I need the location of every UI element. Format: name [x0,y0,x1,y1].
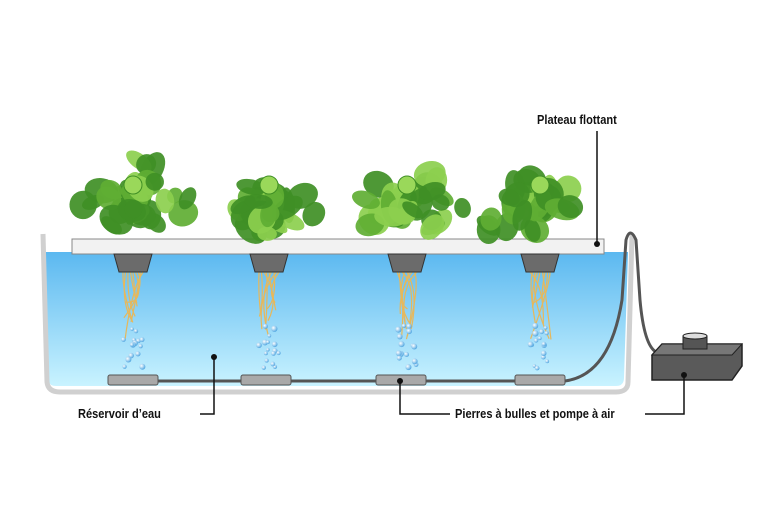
air-bubble [411,358,418,365]
air-pump [650,332,744,381]
net-cup [520,253,560,273]
air-hose [130,231,657,383]
root [399,271,413,315]
root [260,271,277,330]
root [258,271,262,314]
air-bubble [262,323,268,329]
air-bubble [276,350,281,356]
lettuce-4 [476,165,584,245]
net-cup [249,253,289,273]
lettuce-1 [69,150,199,235]
air-bubble [395,326,402,333]
air-bubble [271,341,278,348]
air-bubble [122,364,127,369]
water [45,252,628,386]
air-bubble [271,351,276,356]
air-bubble [264,358,269,363]
root [531,271,541,308]
bubbles-group [121,322,550,371]
label-stones-pump: Pierres à bulles et pompe à air [455,406,615,421]
root [125,271,140,303]
lettuce-2 [227,175,326,244]
air-bubble [139,363,146,370]
root [401,271,411,310]
air-bubble [411,343,418,350]
leader-dots [211,241,687,384]
air-bubble [266,347,270,352]
root [403,271,418,322]
air-stone [107,374,159,386]
root [532,271,549,304]
air-bubble [532,330,539,337]
floating-tray [71,238,605,255]
air-bubble [130,327,134,331]
air-bubble [267,333,272,338]
air-bubble [395,350,402,357]
air-bubble [533,338,539,343]
air-bubble [544,331,549,336]
air-bubble [401,323,407,328]
air-bubble [263,351,268,356]
air-bubble [133,329,139,334]
air-bubble [539,329,545,335]
net-cup [113,253,153,273]
air-bubble [527,341,534,348]
air-bubble [541,341,547,347]
label-floating-tray: Plateau flottant [537,112,617,127]
root [124,271,144,340]
root [127,271,136,317]
air-bubble [139,337,145,343]
air-stone [514,374,566,386]
air-bubble [540,350,547,357]
leader-lines [200,131,685,415]
reservoir-tank [40,233,635,395]
air-bubble [135,351,141,357]
air-bubble [271,325,278,332]
lettuce-3 [352,160,471,240]
root [266,271,276,310]
air-bubble [266,340,270,345]
air-stone [240,374,292,386]
lettuce-plants [69,150,584,245]
air-bubble [405,364,412,371]
root [123,271,141,319]
air-bubble [532,322,539,329]
air-bubble [537,336,542,341]
root [530,271,551,339]
air-bubble [398,341,405,348]
root [531,271,539,303]
air-bubble [261,365,266,370]
air-bubble [543,325,548,330]
air-bubble [129,342,135,347]
air-bubble [121,337,126,342]
air-bubble [404,351,410,358]
root [541,271,552,340]
air-bubble [406,328,413,335]
air-bubble [396,333,403,340]
root [258,271,263,317]
root [270,271,280,304]
air-bubble [138,344,143,349]
net-cups [113,253,560,273]
root [400,271,413,328]
net-cup [387,253,427,273]
label-reservoir: Réservoir d’eau [78,406,161,421]
root [122,271,134,323]
root [530,271,537,329]
air-bubble [396,355,402,361]
air-bubble [545,359,550,364]
air-bubble [256,342,262,349]
air-bubble [534,365,540,371]
root [130,271,142,323]
air-bubble [125,356,132,363]
root [123,271,133,321]
root [406,271,415,330]
air-bubble [270,361,276,367]
air-bubble [406,323,412,329]
